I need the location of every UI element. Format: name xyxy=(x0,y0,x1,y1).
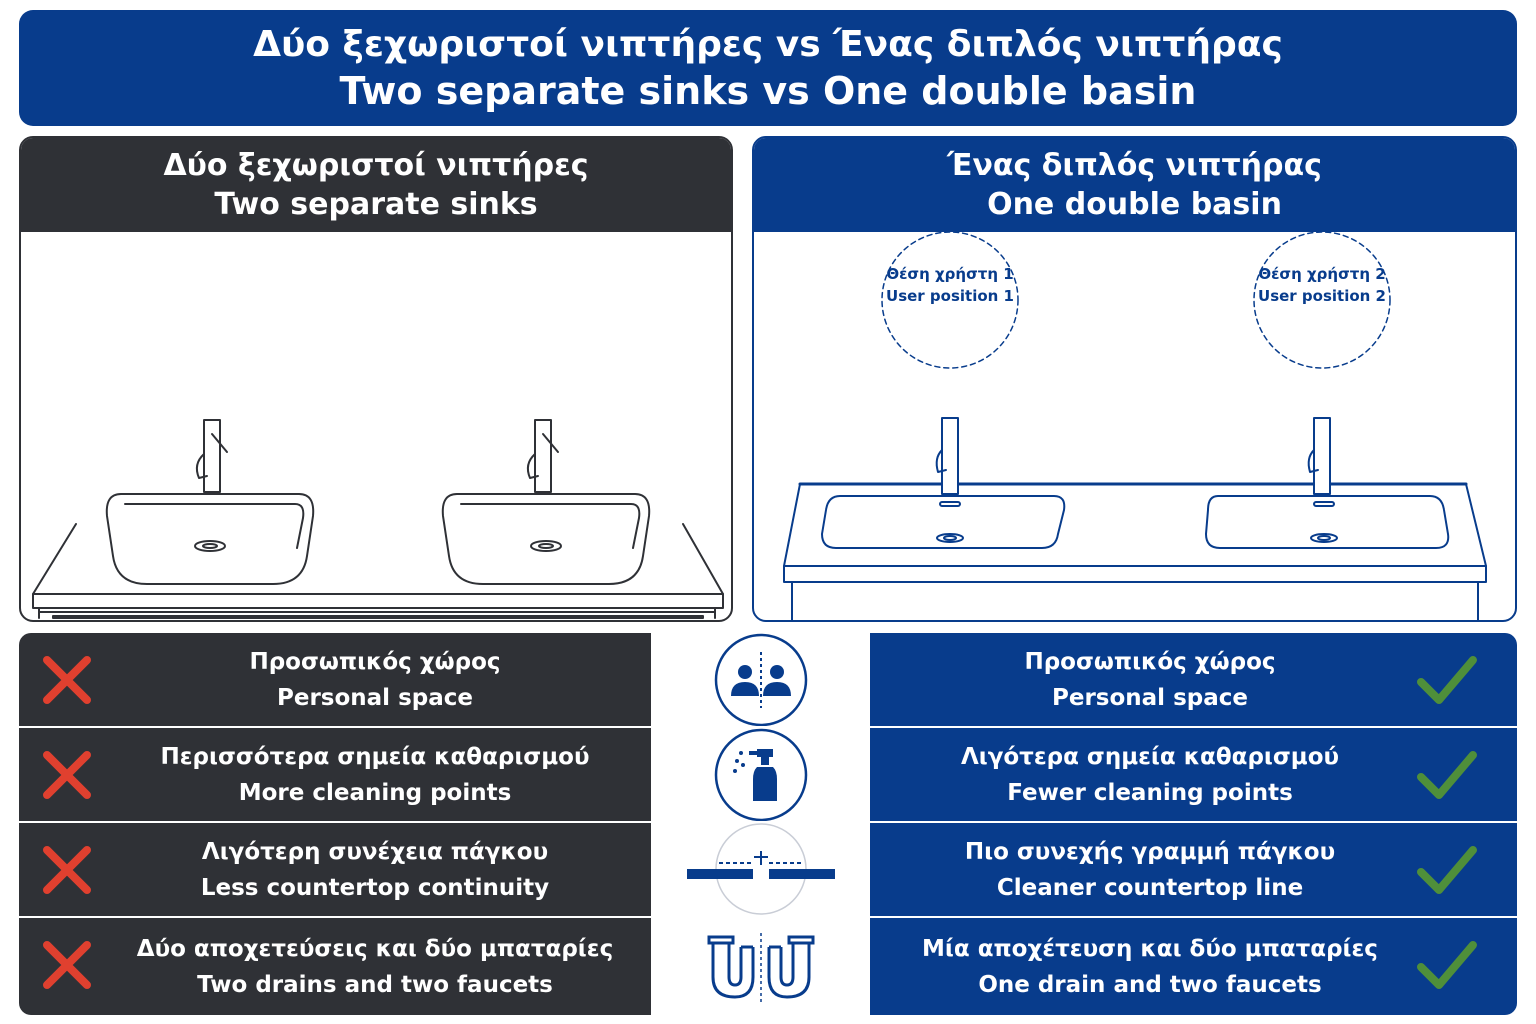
double-basin-cell: Λιγότερα σημεία καθαρισμού Fewer cleanin… xyxy=(870,728,1517,821)
row-4-left-english: Two drains and two faucets xyxy=(197,971,553,998)
user-position-2-greek: Θέση χρήστη 2 xyxy=(1258,265,1385,283)
user-position-1-marker xyxy=(881,232,1019,369)
separate-sinks-cell: Λιγότερη συνέχεια πάγκου Less countertop… xyxy=(19,823,651,916)
vessel-sink-right-icon xyxy=(441,493,651,585)
user-position-1-greek: Θέση χρήστη 1 xyxy=(886,265,1013,283)
user-position-2-english: User position 2 xyxy=(1258,287,1386,305)
row-3-right-english: Cleaner countertop line xyxy=(996,874,1304,901)
double-basin-cell: Μία αποχέτευση και δύο μπαταρίες One dra… xyxy=(870,918,1517,1015)
comparison-row-personal-space: Προσωπικός χώρος Personal space Προσωπικ… xyxy=(19,633,1517,726)
double-basin-cell: Πιο συνεχής γραμμή πάγκου Cleaner counte… xyxy=(870,823,1517,916)
separate-sinks-cell: Προσωπικός χώρος Personal space xyxy=(19,633,651,726)
double-basin-cell: Προσωπικός χώρος Personal space xyxy=(870,633,1517,726)
comparison-table: Προσωπικός χώρος Personal space Προσωπικ… xyxy=(19,633,1517,1015)
separate-sinks-illustration xyxy=(32,419,724,619)
comparison-row-drains-faucets: Δύο αποχετεύσεις και δύο μπαταρίες Two d… xyxy=(19,918,1517,1015)
cross-icon xyxy=(43,656,91,704)
row-1-icon-cell xyxy=(651,633,870,726)
separate-sinks-cell: Περισσότερα σημεία καθαρισμού More clean… xyxy=(19,728,651,821)
double-basin-illustration: Θέση χρήστη 1 User position 1 Θέση χρήστ… xyxy=(783,232,1487,620)
cross-icon xyxy=(43,846,91,894)
spray-bottle-icon xyxy=(714,728,807,821)
check-icon xyxy=(1417,751,1477,799)
row-4-right-greek: Μία αποχέτευση και δύο μπαταρίες xyxy=(922,935,1378,962)
row-1-left-greek: Προσωπικός χώρος xyxy=(249,648,501,675)
comparison-row-cleaning-points: Περισσότερα σημεία καθαρισμού More clean… xyxy=(19,728,1517,821)
double-basin-title-greek: Ένας διπλός νιπτήρας xyxy=(947,148,1322,183)
title-banner: Δύο ξεχωριστοί νιπτήρες vs Ένας διπλός ν… xyxy=(19,10,1517,126)
separate-sinks-header: Δύο ξεχωριστοί νιπτήρες Two separate sin… xyxy=(21,138,731,232)
separate-sinks-panel: Δύο ξεχωριστοί νιπτήρες Two separate sin… xyxy=(19,136,733,622)
row-4-left-greek: Δύο αποχετεύσεις και δύο μπαταρίες xyxy=(136,935,614,962)
separate-sinks-title-greek: Δύο ξεχωριστοί νιπτήρες xyxy=(163,148,589,183)
faucet-user-1-icon xyxy=(935,417,959,495)
row-2-right-english: Fewer cleaning points xyxy=(1007,779,1293,806)
row-3-icon-cell xyxy=(651,823,870,916)
row-1-right-greek: Προσωπικός χώρος xyxy=(1024,648,1276,675)
row-divider xyxy=(19,916,1517,918)
vessel-sink-left-icon xyxy=(105,493,315,585)
title-greek: Δύο ξεχωριστοί νιπτήρες vs Ένας διπλός ν… xyxy=(253,24,1283,65)
check-icon xyxy=(1417,846,1477,894)
row-2-right-greek: Λιγότερα σημεία καθαρισμού xyxy=(960,743,1340,770)
basin-left-icon xyxy=(821,495,1066,549)
row-3-right-greek: Πιο συνεχής γραμμή πάγκου xyxy=(964,838,1336,865)
comparison-row-countertop-continuity: Λιγότερη συνέχεια πάγκου Less countertop… xyxy=(19,823,1517,916)
separate-sinks-title-english: Two separate sinks xyxy=(214,187,538,222)
user-position-2-marker xyxy=(1253,232,1391,369)
separate-sinks-cell: Δύο αποχετεύσεις και δύο μπαταρίες Two d… xyxy=(19,918,651,1015)
faucet-left-icon xyxy=(195,419,228,493)
row-4-icon-cell xyxy=(651,918,870,1015)
double-basin-panel: Ένας διπλός νιπτήρας One double basin Θέ… xyxy=(752,136,1517,622)
faucet-right-icon xyxy=(526,419,559,493)
row-1-left-english: Personal space xyxy=(277,684,473,711)
row-3-left-english: Less countertop continuity xyxy=(200,874,550,901)
countertop-joint-icon xyxy=(686,823,835,915)
row-3-left-greek: Λιγότερη συνέχεια πάγκου xyxy=(201,838,549,865)
people-divided-icon xyxy=(714,633,807,726)
double-basin-header: Ένας διπλός νιπτήρας One double basin xyxy=(754,138,1515,232)
title-english: Two separate sinks vs One double basin xyxy=(339,69,1197,113)
row-4-right-english: One drain and two faucets xyxy=(978,971,1322,998)
row-divider xyxy=(19,821,1517,823)
check-icon xyxy=(1417,941,1477,989)
user-position-1-english: User position 1 xyxy=(886,287,1014,305)
row-divider xyxy=(19,726,1517,728)
basin-right-icon xyxy=(1205,495,1450,549)
cross-icon xyxy=(43,941,91,989)
cross-icon xyxy=(43,751,91,799)
check-icon xyxy=(1417,656,1477,704)
row-1-right-english: Personal space xyxy=(1052,684,1248,711)
faucet-user-2-icon xyxy=(1307,417,1331,495)
row-2-icon-cell xyxy=(651,728,870,821)
row-2-left-greek: Περισσότερα σημεία καθαρισμού xyxy=(160,743,590,770)
drain-pipes-icon xyxy=(707,932,814,1003)
row-2-left-english: More cleaning points xyxy=(238,779,512,806)
double-basin-title-english: One double basin xyxy=(987,187,1282,222)
